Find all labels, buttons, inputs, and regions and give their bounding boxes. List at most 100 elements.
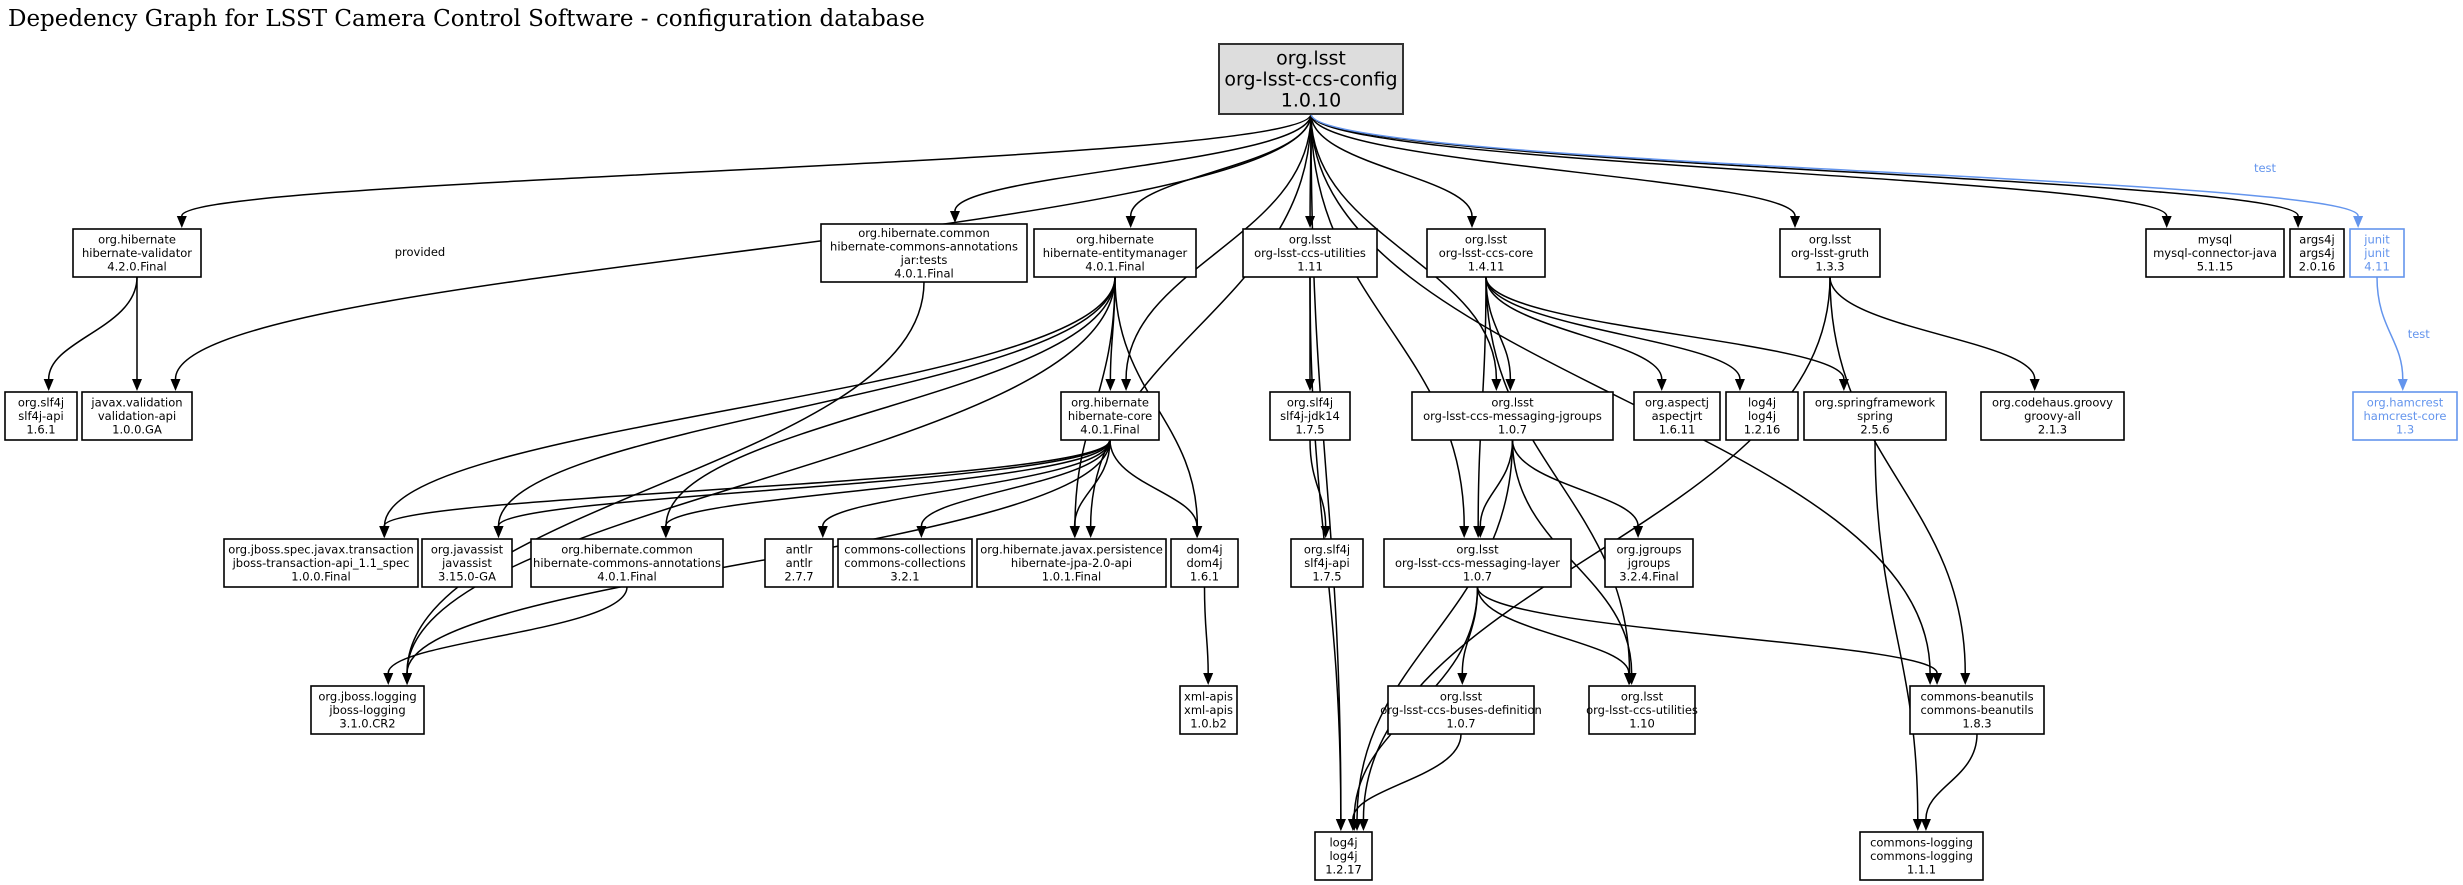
node-hca-tests[interactable]: org.hibernate.commonhibernate-commons-an… <box>820 223 1028 283</box>
edge-root-to-args4j <box>1310 113 2299 217</box>
edge-hib-core-to-hca <box>664 439 1111 527</box>
node-group: org.jboss.logging <box>318 690 416 704</box>
node-buses-def[interactable]: org.lsstorg-lsst-ccs-buses-definition1.0… <box>1380 685 1542 735</box>
node-version: 1.0.1.Final <box>1042 570 1101 584</box>
node-box <box>1411 391 1614 441</box>
node-version: 1.0.0.GA <box>112 423 162 437</box>
node-box <box>1033 228 1197 278</box>
node-hib-em[interactable]: org.hibernatehibernate-entitymanager4.0.… <box>1033 228 1197 278</box>
arrowhead-hib-validator-to-validation-api <box>132 379 142 391</box>
node-box <box>1980 391 2125 441</box>
node-group: junit <box>2363 233 2390 247</box>
arrowhead-msg-layer-to-ccs-utilities-110 <box>1623 673 1634 685</box>
node-group: org.hamcrest <box>2367 396 2444 410</box>
arrowhead-root-to-junit <box>2353 216 2364 228</box>
edge-label-junit-to-hamcrest: test <box>2408 327 2431 341</box>
node-artifact: commons-collections <box>844 556 965 570</box>
node-group: org.hibernate <box>1071 396 1149 410</box>
arrowhead-gruth-to-groovy <box>2029 379 2040 391</box>
node-hib-validator[interactable]: org.hibernatehibernate-validator4.2.0.Fi… <box>72 228 202 278</box>
arrowhead-msg-jgroups-to-msg-layer <box>1475 526 1486 538</box>
node-group: org.jgroups <box>1616 543 1681 557</box>
node-jboss-tx[interactable]: org.jboss.spec.javax.transactionjboss-tr… <box>223 538 419 588</box>
edge-beanutils-to-commons-logging <box>1925 733 1978 820</box>
edge-buses-def-to-log4j-1217 <box>1352 733 1462 820</box>
node-classifier: jar:tests <box>900 253 948 267</box>
edge-root-to-gruth <box>1310 113 1796 217</box>
edge-junit-to-hamcrest <box>2376 276 2404 380</box>
node-group: org.lsst <box>1440 690 1483 704</box>
node-box <box>1060 391 1160 441</box>
node-jpa-api[interactable]: org.hibernate.javax.persistencehibernate… <box>976 538 1167 588</box>
arrowhead-hib-core-to-hca <box>660 526 671 538</box>
edge-msg-jgroups-to-msg-layer <box>1479 439 1514 527</box>
node-group: org.lsst <box>1491 396 1534 410</box>
node-group: org.javassist <box>431 543 504 557</box>
edge-slf4j-jdk14-to-slf4j-api-175 <box>1309 439 1327 527</box>
arrowhead-msg-jgroups-to-jgroups <box>1633 526 1644 538</box>
node-box <box>1803 391 1947 441</box>
node-commons-collections[interactable]: commons-collectionscommons-collections3.… <box>837 538 973 588</box>
node-version: 1.7.5 <box>1312 570 1341 584</box>
arrowhead-hca-to-jboss-logging <box>383 673 394 685</box>
edge-hib-core-to-dom4j <box>1109 439 1198 527</box>
node-artifact: slf4j-jdk14 <box>1280 409 1340 423</box>
edge-msg-jgroups-to-log4j-1217 <box>1356 439 1514 820</box>
arrowhead-hib-em-to-hib-core <box>1105 379 1116 391</box>
edge-hib-core-to-jboss-tx <box>383 439 1111 527</box>
node-group: log4j <box>1329 836 1357 850</box>
node-artifact: hamcrest-core <box>2364 409 2447 423</box>
node-box <box>1779 228 1881 278</box>
node-artifact: spring <box>1857 409 1893 423</box>
arrowhead-root-to-jpa-api <box>1085 526 1096 538</box>
node-msg-jgroups[interactable]: org.lsstorg-lsst-ccs-messaging-jgroups1.… <box>1411 391 1614 441</box>
node-group: org.lsst <box>1621 690 1664 704</box>
node-msg-layer[interactable]: org.lsstorg-lsst-ccs-messaging-layer1.0.… <box>1383 538 1572 588</box>
node-hca[interactable]: org.hibernate.commonhibernate-commons-an… <box>530 538 724 588</box>
node-version: 1.2.17 <box>1325 863 1362 877</box>
edge-root-to-junit <box>1310 113 2359 217</box>
node-artifact: hibernate-commons-annotations <box>830 239 1018 253</box>
arrowhead-gruth-to-log4j-1217 <box>1358 819 1369 831</box>
edge-ccs-core-to-ccs-utilities-110 <box>1485 276 1631 674</box>
edge-label-root-to-junit: test <box>2254 161 2277 175</box>
edge-hib-core-to-commons-collections <box>920 439 1111 527</box>
node-artifact: validation-api <box>98 409 176 423</box>
node-version: 1.10 <box>1629 717 1655 731</box>
edge-hib-validator-to-slf4j-api-161 <box>47 276 138 380</box>
node-artifact: log4j <box>1329 849 1357 863</box>
node-artifact: aspectjrt <box>1652 409 1703 423</box>
node-artifact: jgroups <box>1627 556 1671 570</box>
arrowhead-msg-layer-to-buses-def <box>1457 673 1468 685</box>
node-version: 3.2.1 <box>890 570 919 584</box>
edge-hib-em-to-hca <box>665 276 1116 527</box>
